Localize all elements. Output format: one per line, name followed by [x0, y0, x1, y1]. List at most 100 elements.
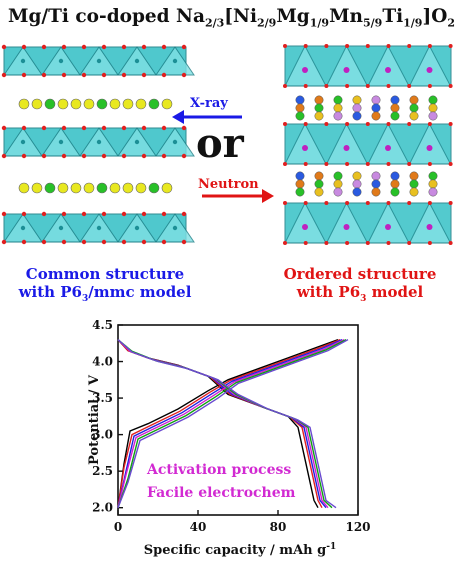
oxygen-atom	[386, 122, 391, 126]
oxygen-atom	[81, 153, 87, 159]
oxygen-atom	[21, 211, 27, 217]
oxygen-atom	[181, 153, 187, 159]
metal-atom	[96, 225, 102, 231]
oxygen-atom	[324, 44, 329, 48]
metal-atom	[20, 139, 26, 145]
oxygen-atom	[81, 239, 87, 245]
dopant-atom	[302, 145, 308, 151]
oxygen-atom	[161, 239, 167, 245]
sodium-atom	[352, 111, 362, 121]
sodium-atom	[109, 98, 121, 110]
oxygen-atom	[61, 125, 67, 131]
oxygen-atom	[181, 211, 187, 217]
series-5-charge-line	[117, 338, 347, 508]
oxygen-atom	[41, 44, 47, 50]
dopant-atom	[343, 145, 350, 151]
metal-atom	[58, 58, 64, 64]
oxygen-atom	[365, 122, 370, 126]
or-label: or	[196, 120, 244, 167]
dopant-atom	[302, 224, 308, 230]
oxygen-atom	[1, 211, 7, 217]
sodium-atom	[314, 111, 324, 121]
oxygen-atom	[345, 162, 350, 166]
sodium-atom	[83, 182, 95, 194]
sodium-atom	[135, 98, 147, 110]
sodium-atom	[96, 182, 108, 194]
chart-annotation-2: Facile electrochem	[147, 485, 296, 501]
common-structure-label: Common structure with P63/mmc model	[18, 265, 192, 304]
oxygen-atom	[407, 241, 412, 245]
sodium-atom	[352, 187, 362, 197]
oxygen-atom	[61, 153, 67, 159]
oxygen-atom	[303, 44, 308, 48]
oxygen-atom	[448, 122, 453, 126]
dopant-atom	[385, 67, 391, 73]
series-2-charge-line	[117, 338, 341, 508]
series-4-charge-line	[117, 338, 345, 508]
oxygen-atom	[407, 162, 412, 166]
xray-arrow-head	[172, 110, 184, 124]
oxygen-atom	[407, 201, 412, 205]
dopant-atom	[385, 224, 391, 230]
oxygen-atom	[345, 201, 350, 205]
series-6-charge-line	[117, 338, 349, 508]
oxygen-atom	[101, 239, 107, 245]
metal-atom	[20, 58, 26, 64]
xray-label: X-ray	[190, 96, 228, 111]
sodium-atom	[18, 98, 30, 110]
sodium-atom	[371, 187, 381, 197]
oxygen-atom	[448, 241, 453, 245]
oxygen-atom	[41, 153, 47, 159]
oxygen-atom	[181, 125, 187, 131]
sodium-atom	[31, 98, 43, 110]
y-tick-label: 4.5	[92, 318, 113, 332]
oxygen-atom	[161, 44, 167, 50]
oxygen-atom	[1, 44, 7, 50]
oxygen-atom	[365, 241, 370, 245]
oxygen-atom	[21, 125, 27, 131]
crystal-structure-illustration	[1, 44, 453, 245]
oxygen-atom	[407, 122, 412, 126]
oxygen-atom	[303, 84, 308, 88]
sodium-atom	[135, 182, 147, 194]
sodium-atom	[333, 187, 343, 197]
sodium-atom	[390, 187, 400, 197]
sodium-atom	[31, 182, 43, 194]
oxygen-atom	[141, 72, 147, 78]
sodium-atom	[295, 111, 305, 121]
dopant-atom	[426, 145, 433, 151]
sodium-atom	[390, 111, 400, 121]
sodium-atom	[161, 98, 173, 110]
oxygen-atom	[181, 44, 187, 50]
oxygen-atom	[427, 84, 432, 88]
y-tick-label: 2.0	[92, 501, 113, 515]
oxygen-atom	[1, 72, 7, 78]
sodium-atom	[148, 182, 160, 194]
sodium-atom	[109, 182, 121, 194]
oxygen-atom	[345, 44, 350, 48]
oxygen-atom	[365, 162, 370, 166]
sodium-atom	[44, 98, 56, 110]
chart-plot-frame	[117, 324, 359, 516]
oxygen-atom	[407, 44, 412, 48]
oxygen-atom	[345, 122, 350, 126]
oxygen-atom	[448, 162, 453, 166]
oxygen-atom	[303, 201, 308, 205]
dopant-atom	[385, 145, 391, 151]
oxygen-atom	[283, 241, 287, 245]
sodium-atom	[148, 98, 160, 110]
sodium-atom	[333, 111, 343, 121]
sodium-atom	[18, 182, 30, 194]
oxygen-atom	[303, 241, 308, 245]
oxygen-atom	[81, 44, 87, 50]
oxygen-atom	[386, 162, 391, 166]
oxygen-atom	[386, 44, 391, 48]
oxygen-atom	[101, 211, 107, 217]
sodium-atom	[314, 187, 324, 197]
sodium-atom	[122, 98, 134, 110]
dopant-atom	[343, 67, 350, 73]
oxygen-atom	[161, 72, 167, 78]
oxygen-atom	[21, 239, 27, 245]
series-6-discharge-line	[117, 339, 337, 509]
oxygen-atom	[101, 72, 107, 78]
